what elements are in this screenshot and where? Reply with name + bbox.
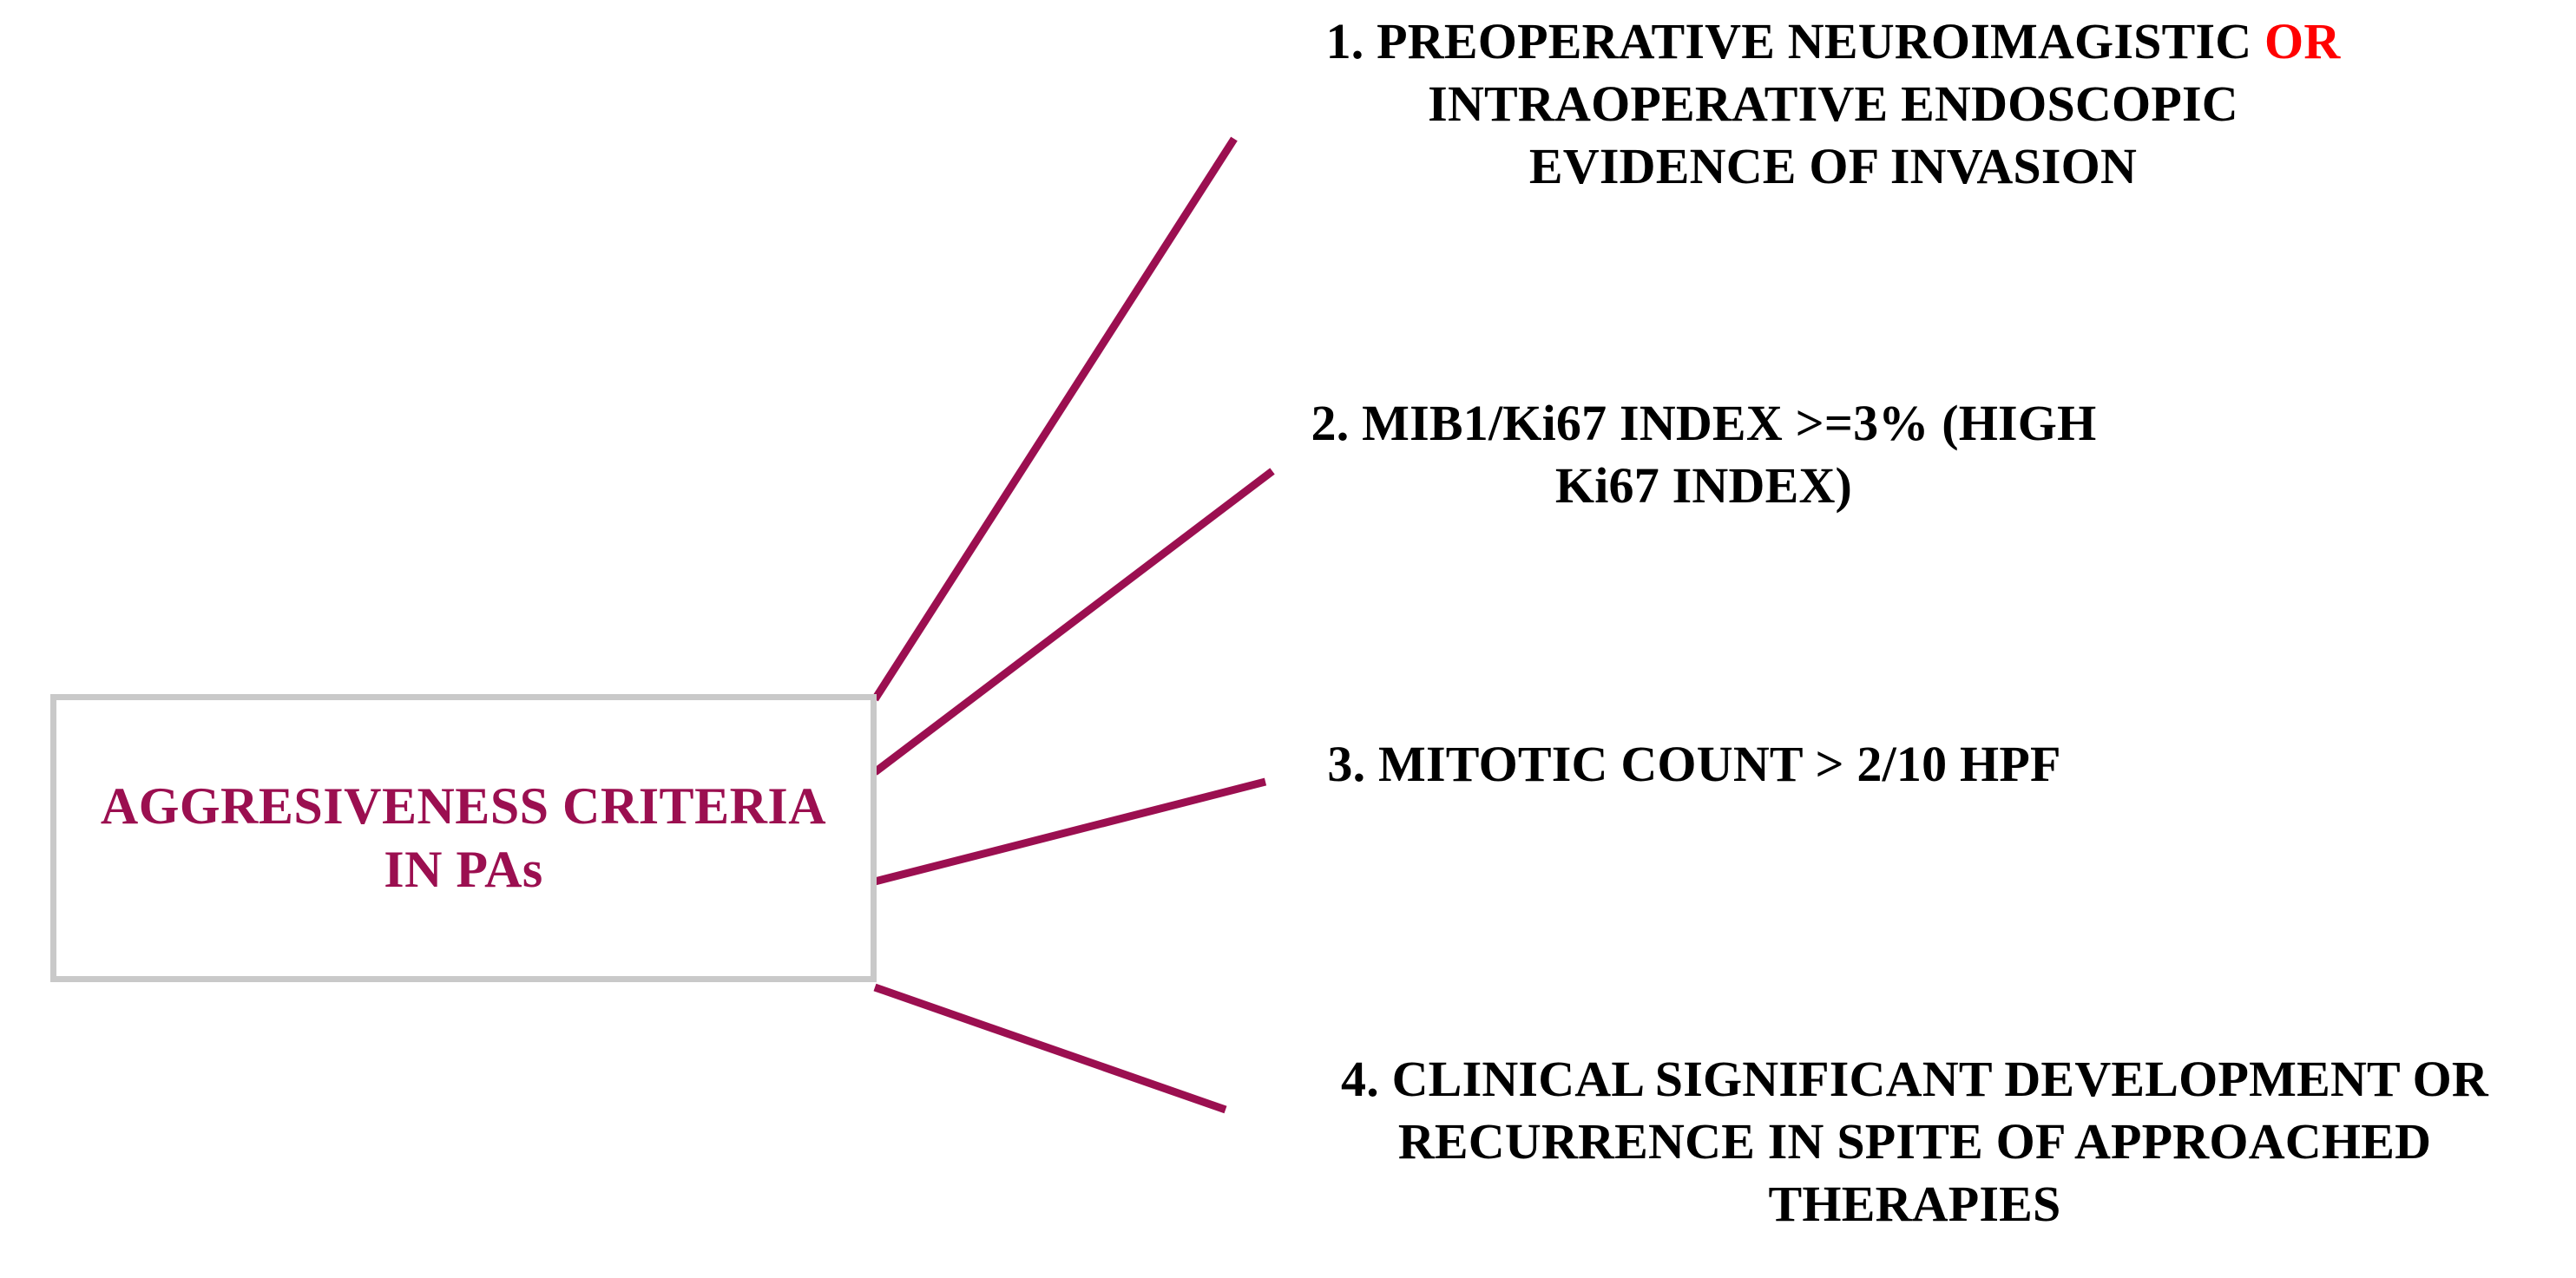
central-node-label-line-1: AGGRESIVENESS CRITERIA xyxy=(100,777,827,835)
criterion-1-line-1: 1. PREOPERATIVE NEUROIMAGISTIC OR xyxy=(1243,10,2423,73)
central-node-label: AGGRESIVENESS CRITERIA IN PAs xyxy=(56,775,871,901)
criterion-4-line-3: THERAPIES xyxy=(1768,1176,2061,1232)
central-node-label-line-2: IN PAs xyxy=(384,841,543,898)
criterion-item-3[interactable]: 3. MITOTIC COUNT > 2/10 HPF xyxy=(1269,733,2119,796)
criterion-item-2[interactable]: 2. MIB1/Ki67 INDEX >=3% (HIGH Ki67 INDEX… xyxy=(1257,392,2151,517)
criterion-1-line-3: EVIDENCE OF INVASION xyxy=(1528,138,2138,194)
criterion-1-highlight-or: OR xyxy=(2264,13,2341,69)
criterion-1-line-1-text: 1. PREOPERATIVE NEUROIMAGISTIC xyxy=(1325,13,2265,69)
connector-line-2 xyxy=(872,468,1275,776)
connector-line-1 xyxy=(871,136,1238,702)
criterion-2-line-2: Ki67 INDEX) xyxy=(1554,457,1853,514)
connector-line-4 xyxy=(873,983,1227,1114)
criterion-2-line-1: 2. MIB1/Ki67 INDEX >=3% (HIGH xyxy=(1311,395,2097,451)
criterion-4-line-2: RECURRENCE IN SPITE OF APPROACHED xyxy=(1397,1113,2432,1170)
central-node-box[interactable]: AGGRESIVENESS CRITERIA IN PAs xyxy=(50,694,877,982)
criterion-item-1[interactable]: 1. PREOPERATIVE NEUROIMAGISTIC OR INTRAO… xyxy=(1243,10,2423,198)
criterion-1-line-2: INTRAOPERATIVE ENDOSCOPIC xyxy=(1428,75,2238,132)
criterion-4-line-1: 4. CLINICAL SIGNIFICANT DEVELOPMENT OR xyxy=(1341,1051,2488,1107)
connector-line-3 xyxy=(873,777,1267,886)
criterion-item-4[interactable]: 4. CLINICAL SIGNIFICANT DEVELOPMENT OR R… xyxy=(1260,1048,2569,1235)
criterion-3-line-1: 3. MITOTIC COUNT > 2/10 HPF xyxy=(1327,736,2061,792)
